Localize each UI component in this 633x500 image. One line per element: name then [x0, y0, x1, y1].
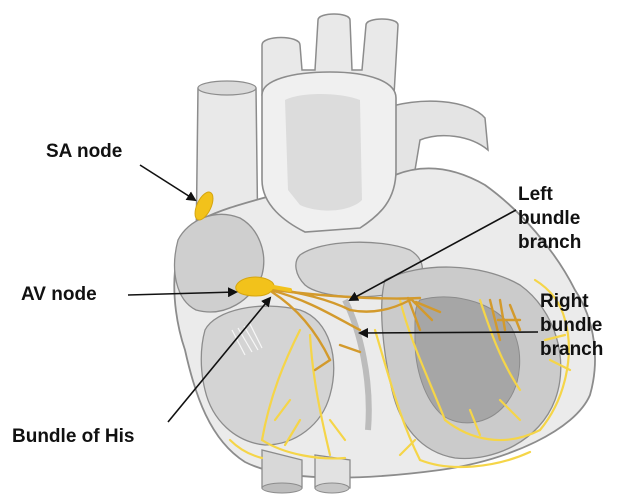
arrow-sa-node	[140, 165, 195, 200]
bundle-of-his-label-text: Bundle of His	[12, 425, 134, 449]
right-bundle-branch-line-3: branch	[540, 338, 603, 362]
av-node-label-text: AV node	[21, 283, 97, 307]
right-bundle-branch-label: Right bundle branch	[540, 290, 603, 362]
sa-node-label-text: SA node	[46, 140, 122, 164]
right-bundle-branch-line-2: bundle	[540, 314, 603, 338]
sa-node-label: SA node	[46, 140, 122, 164]
left-bundle-branch-line-2: bundle	[518, 207, 581, 231]
left-bundle-branch-line-1: Left	[518, 183, 581, 207]
right-bundle-branch-line-1: Right	[540, 290, 603, 314]
left-bundle-branch-label: Left bundle branch	[518, 183, 581, 255]
bundle-of-his-label: Bundle of His	[12, 425, 134, 449]
av-node-label: AV node	[21, 283, 97, 307]
arrow-right-bundle-branch	[360, 332, 538, 333]
left-bundle-branch-line-3: branch	[518, 231, 581, 255]
